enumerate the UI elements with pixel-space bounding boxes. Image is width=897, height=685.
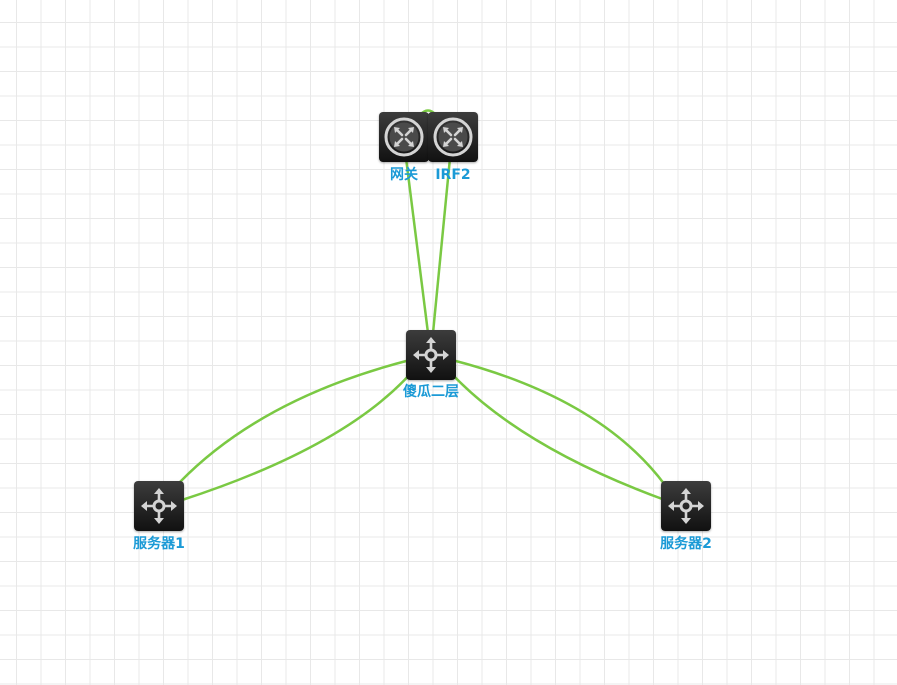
link-gateway-core[interactable] [404, 157, 430, 334]
link-irf2-core[interactable] [431, 157, 452, 334]
link-core-server2-b[interactable] [449, 371, 666, 502]
server1-node[interactable] [134, 481, 184, 531]
irf2-node[interactable] [428, 112, 478, 162]
gateway-node[interactable] [379, 112, 429, 162]
router-icon [384, 117, 424, 157]
irf2-label: IRF2 [435, 167, 471, 183]
gateway-label: 网关 [390, 167, 418, 183]
link-core-server1-a[interactable] [179, 358, 411, 483]
switch-icon [413, 337, 449, 373]
switch-icon [141, 488, 177, 524]
link-core-server2-a[interactable] [451, 358, 667, 486]
core-switch-label: 傻瓜二层 [403, 384, 459, 400]
server2-label: 服务器2 [660, 536, 712, 552]
core-switch-node[interactable] [406, 330, 456, 380]
server1-label: 服务器1 [133, 536, 185, 552]
server2-node[interactable] [661, 481, 711, 531]
router-icon [433, 117, 473, 157]
link-core-server1-b[interactable] [181, 371, 413, 502]
switch-icon [668, 488, 704, 524]
